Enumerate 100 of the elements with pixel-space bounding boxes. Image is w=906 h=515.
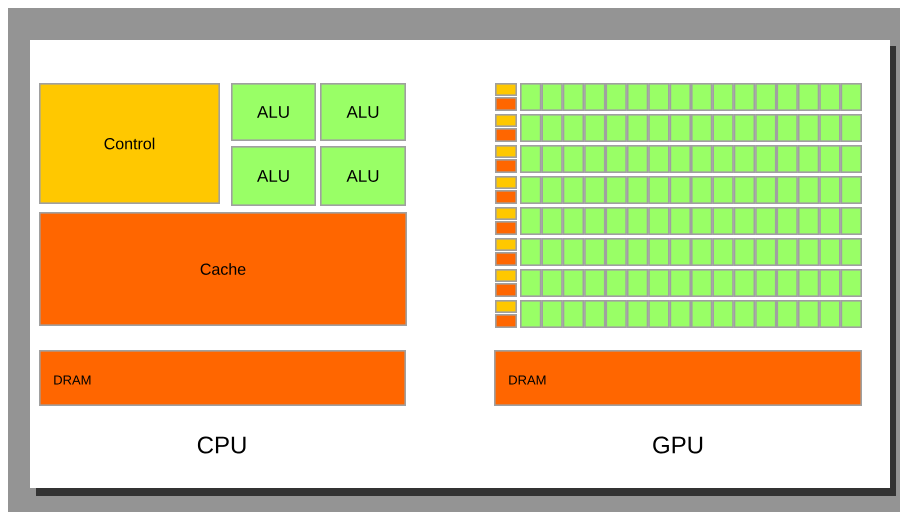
alu-box <box>584 145 606 173</box>
alu-box <box>626 176 648 204</box>
alu-box <box>840 114 862 142</box>
alu-box <box>541 269 563 297</box>
alu-box <box>798 176 820 204</box>
alu-box <box>691 269 712 297</box>
alu-box <box>691 300 712 328</box>
alu-box <box>626 145 648 173</box>
control-box <box>495 176 517 189</box>
alu-box <box>606 83 627 111</box>
alu-box <box>584 300 606 328</box>
alu-box <box>584 176 606 204</box>
alu-box <box>541 114 563 142</box>
alu-box <box>541 83 563 111</box>
alu-box <box>734 176 756 204</box>
alu-box <box>819 238 841 266</box>
alu-box <box>562 300 584 328</box>
alu-box <box>670 145 691 173</box>
alu-box <box>734 300 756 328</box>
alu-box <box>712 269 734 297</box>
alu-box <box>819 176 841 204</box>
alu-box <box>626 269 648 297</box>
alu-box <box>819 300 841 328</box>
alu-box <box>819 207 841 235</box>
cache-box <box>495 221 517 235</box>
alu-box <box>712 114 734 142</box>
alu-box <box>776 269 798 297</box>
alu-box <box>670 269 691 297</box>
control-box <box>495 207 517 220</box>
alu-box <box>712 300 734 328</box>
alu-box <box>670 176 691 204</box>
alu-box <box>520 114 542 142</box>
cache-box <box>495 97 517 111</box>
cache-box <box>495 283 517 297</box>
alu-box <box>755 207 776 235</box>
alu-box <box>562 238 584 266</box>
alu-box <box>606 145 627 173</box>
alu-box <box>712 176 734 204</box>
alu-box <box>755 83 776 111</box>
alu-box <box>819 269 841 297</box>
alu-box <box>798 238 820 266</box>
alu-box <box>755 176 776 204</box>
alu-box <box>606 114 627 142</box>
alu-box <box>626 238 648 266</box>
cache-box <box>495 314 517 328</box>
alu-box <box>712 238 734 266</box>
alu-box <box>798 114 820 142</box>
alu-box <box>648 145 670 173</box>
alu-box <box>840 145 862 173</box>
alu-box <box>734 269 756 297</box>
alu-box <box>562 269 584 297</box>
alu-box <box>562 176 584 204</box>
alu-box <box>776 238 798 266</box>
alu-box <box>562 207 584 235</box>
alu-box <box>755 300 776 328</box>
alu-box <box>819 145 841 173</box>
alu-box <box>648 83 670 111</box>
chip-label: GPU <box>653 436 702 454</box>
alu-box <box>606 176 627 204</box>
cache-box <box>495 159 517 173</box>
alu-box <box>541 207 563 235</box>
alu-box <box>648 114 670 142</box>
cache-box <box>495 190 517 204</box>
alu-box <box>520 83 542 111</box>
alu-box <box>520 269 542 297</box>
alu-box <box>798 83 820 111</box>
alu-box <box>626 207 648 235</box>
alu-box <box>648 207 670 235</box>
alu-box <box>584 83 606 111</box>
alu-box <box>562 145 584 173</box>
alu-box <box>712 207 734 235</box>
alu-box <box>691 176 712 204</box>
alu-box <box>691 207 712 235</box>
alu-box <box>776 207 798 235</box>
alu-box <box>541 145 563 173</box>
alu-box <box>776 114 798 142</box>
control-box <box>495 145 517 158</box>
alu-box <box>734 114 756 142</box>
alu-box <box>562 83 584 111</box>
alu-box <box>562 114 584 142</box>
alu-box <box>798 207 820 235</box>
control-box <box>495 114 517 127</box>
alu-box <box>584 238 606 266</box>
alu-box <box>798 145 820 173</box>
control-box <box>495 300 517 313</box>
alu-box <box>520 300 542 328</box>
alu-box <box>776 83 798 111</box>
alu-box <box>584 269 606 297</box>
alu-box <box>755 269 776 297</box>
chip-label: CPU <box>198 436 246 454</box>
control-box: Control <box>39 83 220 204</box>
alu-box <box>520 238 542 266</box>
alu-box <box>798 300 820 328</box>
alu-box <box>691 114 712 142</box>
alu-box <box>691 83 712 111</box>
alu-box: ALU <box>320 83 406 141</box>
alu-box <box>798 269 820 297</box>
alu-box <box>520 145 542 173</box>
alu-box <box>541 176 563 204</box>
alu-box <box>691 145 712 173</box>
